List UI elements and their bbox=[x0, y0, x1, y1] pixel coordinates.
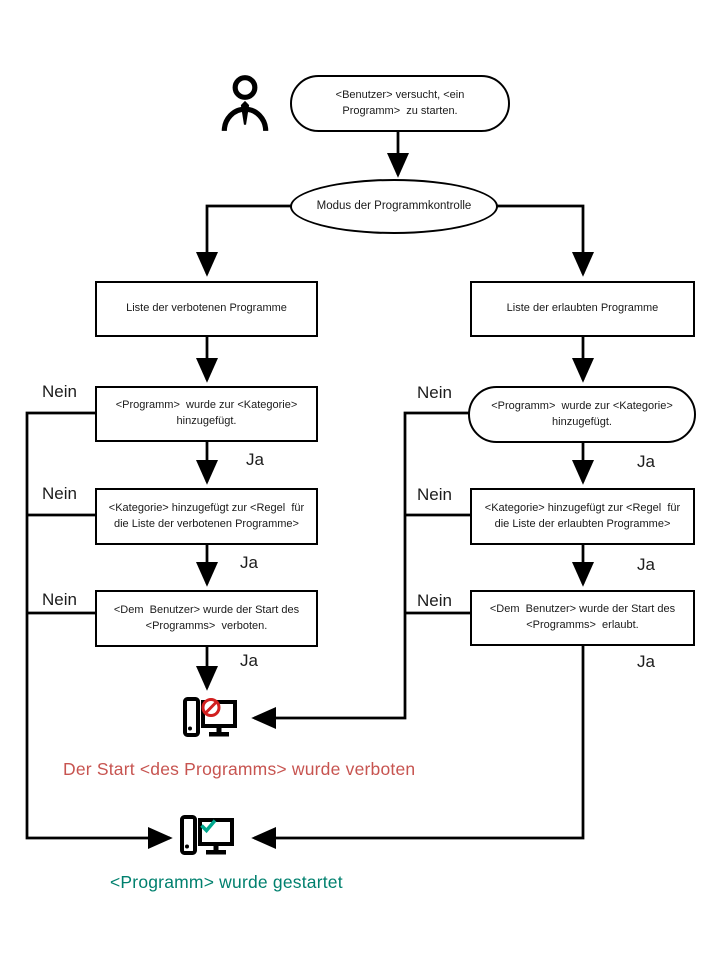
node-denylist-category-check: <Programm> wurde zur <Kategorie> hinzuge… bbox=[95, 386, 318, 442]
node-denylist: Liste der verbotenen Programme bbox=[95, 281, 318, 337]
node-allowlist-rule-check: <Kategorie> hinzugefügt zur <Regel für d… bbox=[470, 488, 695, 545]
label-nein: Nein bbox=[42, 590, 77, 609]
node-start: <Benutzer> versucht, <ein Programm> zu s… bbox=[290, 75, 510, 132]
computer-started-icon bbox=[179, 812, 235, 862]
node-denylist-rule-check: <Kategorie> hinzugefügt zur <Regel für d… bbox=[95, 488, 318, 545]
label-nein: Nein bbox=[417, 591, 452, 610]
node-control-mode: Modus der Programmkontrolle bbox=[290, 179, 498, 234]
user-person-icon bbox=[221, 73, 269, 133]
outcome-started-text: <Programm> wurde gestartet bbox=[110, 872, 343, 892]
label-nein: Nein bbox=[417, 383, 452, 402]
label-ja: Ja bbox=[240, 553, 258, 572]
node-allowlist-user-check: <Dem Benutzer> wurde der Start des <Prog… bbox=[470, 590, 695, 646]
node-allowlist: Liste der erlaubten Programme bbox=[470, 281, 695, 337]
label-nein: Nein bbox=[42, 484, 77, 503]
label-nein: Nein bbox=[42, 382, 77, 401]
computer-blocked-icon bbox=[182, 694, 238, 744]
node-allowlist-category-check: <Programm> wurde zur <Kategorie> hinzuge… bbox=[468, 386, 696, 443]
label-ja: Ja bbox=[637, 452, 655, 471]
node-denylist-user-check: <Dem Benutzer> wurde der Start des <Prog… bbox=[95, 590, 318, 647]
outcome-blocked-text: Der Start <des Programms> wurde verboten bbox=[63, 759, 416, 779]
label-ja: Ja bbox=[240, 651, 258, 670]
label-ja: Ja bbox=[246, 450, 264, 469]
label-ja: Ja bbox=[637, 652, 655, 671]
label-nein: Nein bbox=[417, 485, 452, 504]
label-ja: Ja bbox=[637, 555, 655, 574]
